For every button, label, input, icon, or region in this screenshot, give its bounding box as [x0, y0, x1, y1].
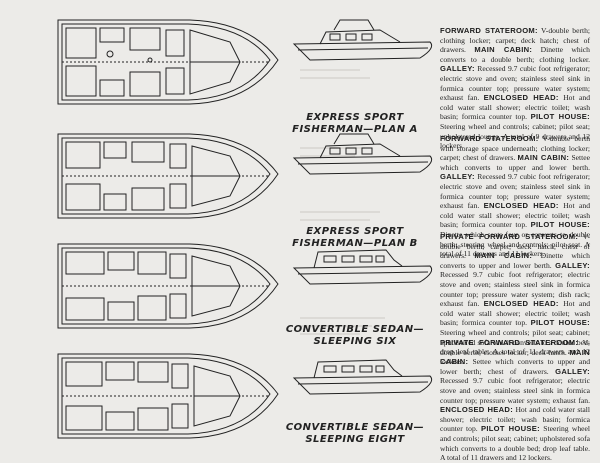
room-details: V-double berth; clothes locker; deck hat… — [440, 338, 590, 357]
room-details: Steering wheel and controls; pilot seat;… — [440, 327, 590, 366]
room-heading: PRIVATE FORWARD STATEROOM: — [440, 232, 579, 241]
plan-caption: CONVERTIBLE SEDAN— SLEEPING EIGHT — [270, 422, 440, 446]
room-details: Hot and cold water stall shower; electri… — [440, 201, 590, 230]
caption-line-2: SLEEPING EIGHT — [305, 434, 405, 445]
room-details: Recessed 9.7 cubic foot refrigerator; el… — [440, 376, 590, 405]
room-heading: MAIN CABIN: — [440, 347, 590, 367]
plan-caption: EXPRESS SPORT FISHERMAN—PLAN A — [270, 112, 440, 136]
room-heading: GALLEY: — [555, 260, 590, 270]
room-heading: PILOT HOUSE: — [530, 318, 590, 328]
room-details: Recessed 9.7 cubic foot refrigerator; el… — [440, 64, 590, 103]
room-heading: MAIN CABIN: — [474, 251, 533, 261]
room-details: Dinette which converts to a double berth… — [440, 45, 590, 64]
room-details: Steering wheel and controls; pilot seat;… — [440, 424, 590, 463]
room-heading: PILOT HOUSE: — [530, 220, 590, 230]
caption-line-1: EXPRESS SPORT — [306, 226, 404, 237]
floor-plan-c — [57, 243, 279, 329]
room-details: Steering wheel and controls; cabinet; pi… — [440, 121, 590, 151]
room-details: V-double berth; carpet; deck hatch; ches… — [440, 232, 590, 261]
floor-plan-d — [57, 353, 279, 439]
plan-description: PRIVATE FORWARD STATEROOM: V-double bert… — [440, 232, 590, 366]
room-heading: GALLEY: — [440, 172, 475, 182]
caption-line-2: FISHERMAN—PLAN A — [292, 124, 418, 135]
room-heading: MAIN CABIN: — [517, 153, 570, 163]
room-heading: FORWARD STATEROOM: — [440, 26, 538, 35]
room-heading: PRIVATE FORWARD STATEROOM: — [440, 338, 579, 347]
room-details: V-double berth; clothing locker; carpet;… — [440, 26, 590, 55]
room-details: Dinette which seats four or converts to … — [440, 229, 590, 259]
room-heading: ENCLOSED HEAD: — [483, 93, 559, 103]
boat-profile-c — [292, 249, 433, 285]
plan-caption: EXPRESS SPORT FISHERMAN—PLAN B — [270, 226, 440, 250]
caption-line-2: FISHERMAN—PLAN B — [292, 238, 418, 249]
room-details: Recessed 9.7 cubic foot refrigerator; el… — [440, 270, 590, 309]
room-details: Recessed 9.7 cubic foot refrigerator; el… — [440, 172, 590, 211]
room-details: Hot and cold water stall shower; electri… — [440, 93, 590, 122]
room-heading: ENCLOSED HEAD: — [483, 299, 559, 309]
room-details: Hot and cold water stall shower; electri… — [440, 299, 590, 328]
plan-description: FORWARD STATEROOM: V-double berth with s… — [440, 134, 590, 259]
room-heading: MAIN CABIN: — [474, 45, 533, 55]
boat-profile-b — [292, 133, 433, 175]
room-heading: ENCLOSED HEAD: — [440, 405, 514, 415]
room-details: Dinette which converts to upper and lowe… — [440, 251, 590, 270]
caption-line-2: SLEEPING SIX — [313, 336, 397, 347]
room-heading: PILOT HOUSE: — [480, 424, 540, 434]
floor-plan-a — [57, 19, 279, 105]
room-heading: PILOT HOUSE: — [530, 112, 590, 122]
caption-line-1: EXPRESS SPORT — [306, 112, 404, 123]
caption-line-1: CONVERTIBLE SEDAN— — [285, 422, 425, 433]
plan-description: FORWARD STATEROOM: V-double berth; cloth… — [440, 26, 590, 151]
boat-profile-d — [292, 359, 433, 395]
room-details: V-double berth with storage space undern… — [440, 134, 590, 163]
boat-profile-a — [292, 19, 433, 61]
room-details: Settee which converts to upper and lower… — [440, 153, 590, 172]
caption-line-1: CONVERTIBLE SEDAN— — [285, 324, 425, 335]
floor-plan-b — [57, 133, 279, 219]
plan-caption: CONVERTIBLE SEDAN— SLEEPING SIX — [270, 324, 440, 348]
plan-description: PRIVATE FORWARD STATEROOM: V-double bert… — [440, 338, 590, 463]
room-details: Hot and cold water stall shower; electri… — [440, 405, 590, 434]
room-heading: FORWARD STATEROOM: — [440, 134, 539, 143]
room-details: Settee which converts to upper and lower… — [440, 357, 590, 376]
room-heading: GALLEY: — [555, 366, 590, 376]
room-heading: GALLEY: — [440, 64, 475, 74]
room-heading: ENCLOSED HEAD: — [483, 201, 559, 211]
